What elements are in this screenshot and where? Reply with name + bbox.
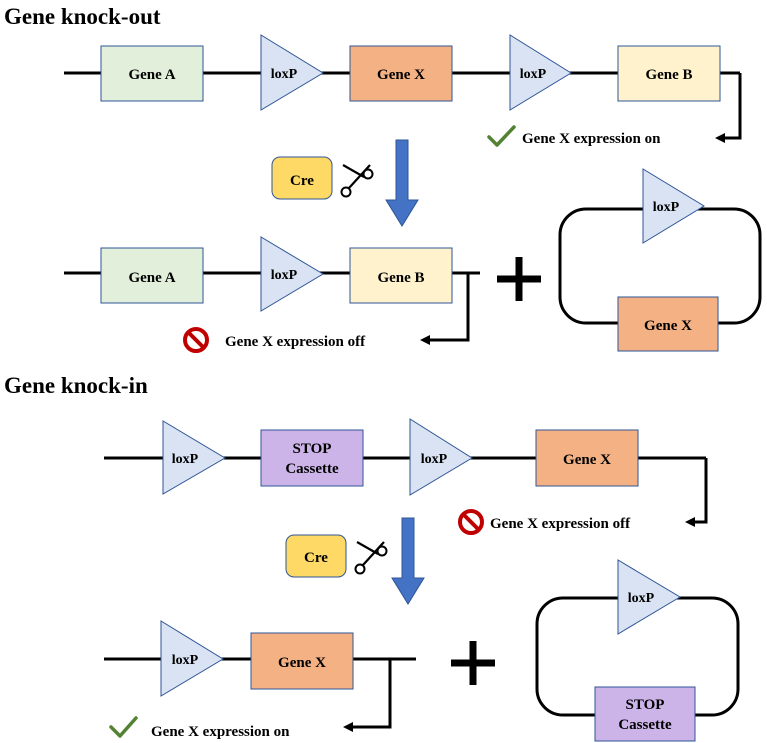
gene-x-box: Gene X — [250, 632, 354, 690]
loxp-label: loxP — [172, 452, 199, 467]
expression-on-label: Gene X expression on — [522, 131, 661, 147]
plus-sign — [451, 641, 495, 685]
check-icon — [109, 716, 138, 738]
promoter-arrow — [343, 659, 392, 732]
knockin-row1: loxP STOP Cassette loxP Gene X Gene X ex… — [104, 418, 708, 535]
check-icon — [487, 125, 516, 147]
knockin-row2: loxP Gene X Gene X expression on loxP ST… — [104, 559, 740, 742]
excised-loop: loxP STOP Cassette — [535, 559, 740, 742]
loxp-triangle: loxP — [160, 620, 224, 697]
promoter-arrow — [685, 458, 708, 527]
gene-b-label: Gene B — [645, 67, 692, 83]
loxp-label: loxP — [271, 67, 298, 82]
loxp-label: loxP — [653, 200, 680, 215]
loxp-triangle: loxP — [260, 34, 324, 111]
stop-label: STOP — [293, 441, 332, 457]
gene-a-label: Gene A — [128, 67, 175, 83]
cre-badge — [285, 534, 347, 578]
cassette-label: Cassette — [285, 461, 339, 477]
cre-step: Cre — [271, 139, 419, 227]
gene-b-label: Gene B — [377, 270, 424, 286]
loxp-triangle: loxP — [260, 236, 324, 312]
scissors-icon — [354, 541, 388, 575]
gene-b-box: Gene B — [617, 45, 721, 102]
down-arrow-icon — [391, 517, 425, 605]
expression-off-label: Gene X expression off — [225, 334, 366, 350]
cre-badge — [271, 156, 333, 200]
expression-off-label: Gene X expression off — [490, 516, 631, 532]
loxp-label: loxP — [271, 268, 298, 283]
loxp-triangle — [642, 168, 705, 244]
gene-b-box: Gene B — [349, 247, 453, 304]
cre-step: Cre — [285, 517, 425, 605]
gene-x-label: Gene X — [644, 318, 692, 334]
loxp-triangle — [617, 559, 681, 635]
gene-x-box: Gene X — [349, 45, 453, 102]
gene-x-label: Gene X — [377, 67, 425, 83]
no-icon — [458, 509, 484, 535]
stop-cassette-box: STOP Cassette — [260, 429, 364, 487]
gene-a-box: Gene A — [100, 45, 204, 102]
expression-on-label: Gene X expression on — [151, 724, 290, 740]
cre-label: Cre — [290, 173, 314, 189]
loxp-label: loxP — [520, 67, 547, 82]
plus-sign — [497, 257, 541, 301]
gene-x-box — [617, 296, 719, 352]
no-icon — [183, 327, 209, 353]
promoter-arrow — [715, 73, 742, 143]
knockin-title: Gene knock-in — [4, 373, 148, 398]
cre-label: Cre — [304, 550, 328, 566]
down-arrow-icon — [385, 139, 419, 227]
loxp-label: loxP — [172, 653, 199, 668]
knockout-row1: Gene A loxP Gene X loxP Gene B Gene X ex… — [64, 34, 742, 147]
loxp-triangle: loxP — [509, 34, 572, 111]
gene-x-label: Gene X — [278, 655, 326, 671]
knockout-row2: Gene A loxP Gene B Gene X expression off… — [64, 168, 762, 353]
gene-a-label: Gene A — [128, 270, 175, 286]
gene-x-box: Gene X — [535, 429, 639, 487]
loxp-label: loxP — [628, 591, 655, 606]
gene-a-box: Gene A — [100, 247, 204, 304]
scissors-icon — [340, 164, 374, 198]
stop-label: STOP — [626, 697, 665, 713]
loxp-triangle: loxP — [162, 420, 226, 495]
excised-loop: loxP Gene X — [558, 168, 762, 352]
gene-x-label: Gene X — [563, 452, 611, 468]
cassette-label: Cassette — [618, 717, 672, 733]
stop-cassette-box — [594, 686, 696, 742]
knockout-title: Gene knock-out — [4, 4, 161, 29]
promoter-arrow — [420, 273, 470, 345]
loxp-label: loxP — [421, 452, 448, 467]
loxp-triangle: loxP — [409, 418, 473, 496]
